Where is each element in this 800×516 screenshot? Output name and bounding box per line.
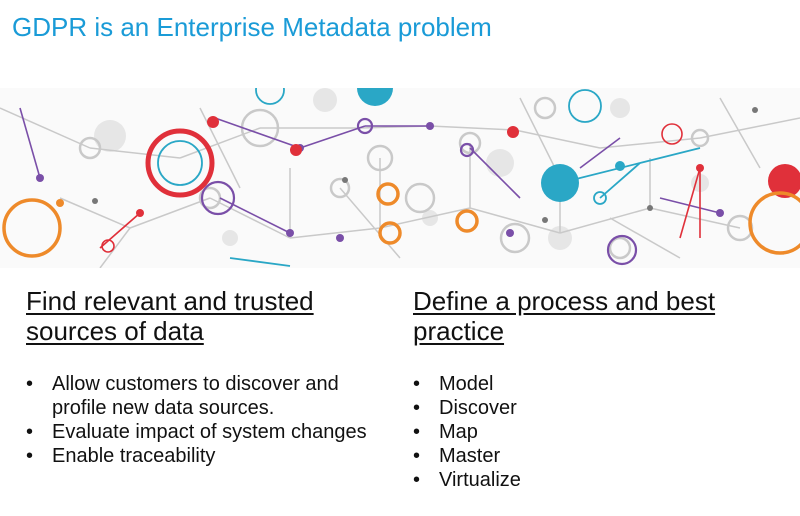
- slide-title: GDPR is an Enterprise Metadata problem: [12, 12, 492, 42]
- bullet-item: Map: [413, 420, 773, 444]
- right-heading-line-1: Define a process and best: [413, 286, 716, 316]
- left-heading-line-1: Find relevant and trusted: [26, 286, 314, 316]
- right-column-heading: Define a process and best practice: [413, 286, 773, 346]
- bullet-item: Discover: [413, 396, 773, 420]
- left-column: Find relevant and trusted sources of dat…: [26, 286, 396, 468]
- bullet-item: Model: [413, 372, 773, 396]
- left-heading-line-2: sources of data: [26, 316, 204, 346]
- network-graph-image: [0, 88, 800, 268]
- right-heading-line-2: practice: [413, 316, 505, 346]
- right-column: Define a process and best practice Model…: [413, 286, 773, 492]
- bullet-item: Evaluate impact of system changes: [26, 420, 396, 444]
- bullet-item: Allow customers to discover and profile …: [26, 372, 396, 420]
- left-column-heading: Find relevant and trusted sources of dat…: [26, 286, 396, 346]
- right-bullet-list: Model Discover Map Master Virtualize: [413, 372, 773, 492]
- bullet-item: Master: [413, 444, 773, 468]
- left-bullet-list: Allow customers to discover and profile …: [26, 372, 396, 468]
- network-graph-banner: [0, 88, 800, 268]
- bullet-item: Virtualize: [413, 468, 773, 492]
- bullet-item: Enable traceability: [26, 444, 396, 468]
